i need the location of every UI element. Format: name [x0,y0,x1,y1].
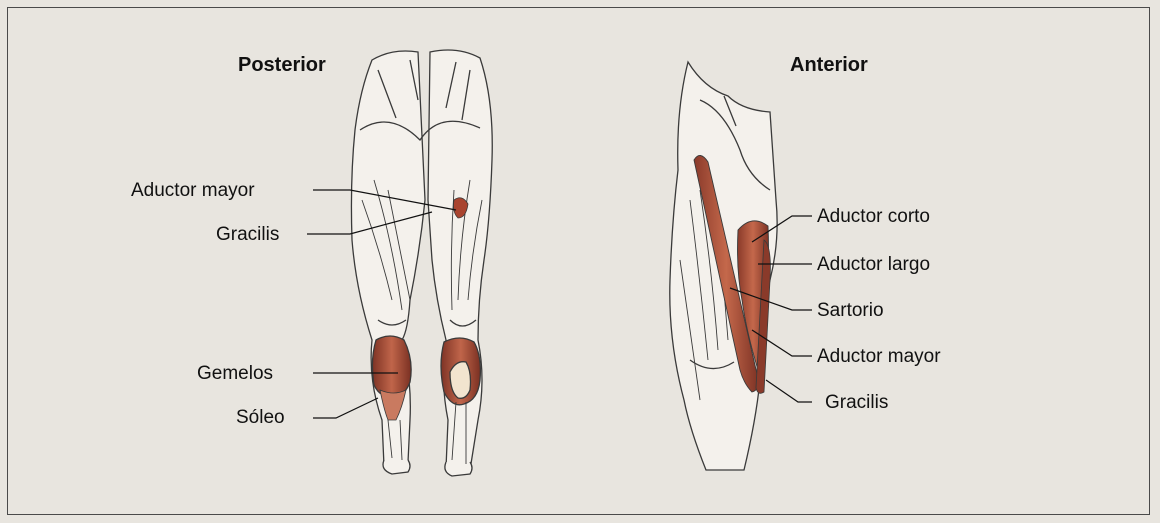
posterior-title: Posterior [238,55,326,75]
label-aductor-mayor-anterior: Aductor mayor [817,347,941,366]
label-aductor-largo: Aductor largo [817,255,930,274]
label-aductor-mayor-posterior: Aductor mayor [131,181,255,200]
label-gracilis-anterior: Gracilis [825,393,888,412]
posterior-legs-drawing [351,50,492,476]
label-soleo: Sóleo [236,408,285,427]
posterior-right-soleo-tendon [450,362,471,399]
label-gracilis-posterior: Gracilis [216,225,279,244]
anterior-title: Anterior [790,55,868,75]
leader-gracilis-anterior [766,380,812,402]
label-gemelos: Gemelos [197,364,273,383]
label-aductor-corto: Aductor corto [817,207,930,226]
label-sartorio: Sartorio [817,301,884,320]
posterior-left-gemelos [372,336,411,396]
leader-soleo [313,398,378,418]
anterior-leg-drawing [670,62,777,470]
